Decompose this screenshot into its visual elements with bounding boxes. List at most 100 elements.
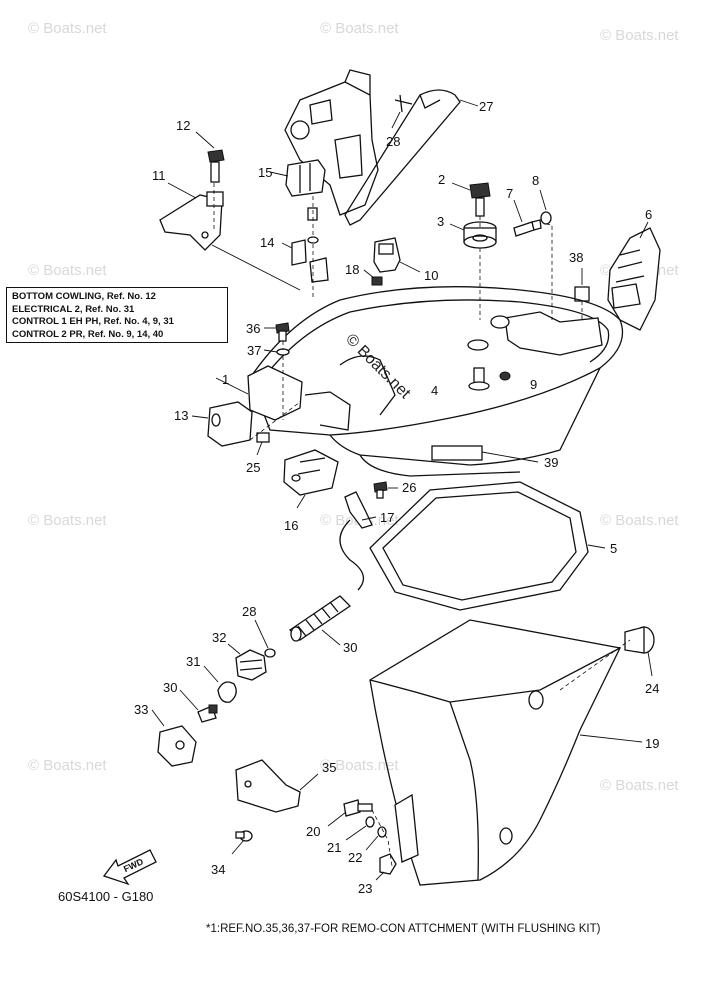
lower-cowling-part-19 — [369, 619, 643, 886]
callout-3: 3 — [437, 214, 444, 229]
label-part-38 — [574, 268, 590, 302]
watermark: © Boats.net — [600, 27, 679, 44]
cowling-handle-part-27 — [344, 89, 479, 226]
callout-7: 7 — [506, 186, 513, 201]
bottom-cowling-part-1 — [215, 286, 624, 477]
callout-6: 6 — [645, 207, 652, 222]
callout-26: 26 — [402, 480, 416, 495]
grommet-part-13 — [191, 401, 253, 447]
callout-36: 36 — [246, 321, 260, 336]
callout-27: 27 — [479, 99, 493, 114]
legend-line: ELECTRICAL 2, Ref. No. 31 — [12, 303, 135, 315]
grommet-part-16 — [283, 449, 339, 509]
bolt-small-under-15 — [307, 207, 319, 244]
callout-8: 8 — [532, 173, 539, 188]
fwd-arrow-icon: FWD — [102, 849, 157, 886]
callout-21: 21 — [327, 840, 341, 855]
callout-11: 11 — [152, 168, 166, 183]
watermark: © Boats.net — [28, 262, 107, 279]
clip-part-14 — [281, 239, 329, 283]
watermark: © Boats.net — [28, 20, 107, 37]
callout-1: 1 — [222, 372, 229, 387]
grommet-part-39 — [431, 445, 539, 463]
callout-39: 39 — [544, 455, 558, 470]
callout-37: 37 — [247, 343, 261, 358]
callout-15: 15 — [258, 165, 272, 180]
callout-32: 32 — [212, 630, 226, 645]
callout-16: 16 — [284, 518, 298, 533]
clip-part-17 — [344, 491, 377, 529]
bracket-part-11 — [159, 182, 224, 251]
knob-part-32 — [227, 643, 267, 681]
callout-9: 9 — [530, 377, 537, 392]
callout-24: 24 — [645, 681, 659, 696]
lock-lever-part-6 — [607, 221, 661, 331]
callout-30: 30 — [163, 680, 177, 695]
callout-20: 20 — [306, 824, 320, 839]
bolt-part-20 — [327, 799, 373, 827]
callout-5: 5 — [610, 541, 617, 556]
bolt-part-2 — [451, 182, 491, 217]
washer-part-21 — [345, 816, 375, 841]
callout-4: 4 — [431, 383, 438, 398]
callout-35: 35 — [322, 760, 336, 775]
watermark-overlay: © Boats.net — [342, 331, 414, 403]
callout-13: 13 — [174, 408, 188, 423]
watermark: © Boats.net — [28, 757, 107, 774]
plate-part-25 — [256, 432, 270, 456]
callout-19: 19 — [645, 736, 659, 751]
callout-12: 12 — [176, 118, 190, 133]
screw-part-18 — [363, 269, 383, 286]
callout-10: 10 — [424, 268, 438, 283]
callout-29: 30 — [343, 640, 357, 655]
bolt-part-36 — [264, 322, 290, 342]
diagram-code: 60S4100 - G180 — [58, 889, 154, 904]
watermark: © Boats.net — [28, 512, 107, 529]
bolt-part-30 — [179, 689, 218, 723]
watermark: © Boats.net — [320, 20, 399, 37]
clip-part-31 — [203, 665, 237, 703]
callout-28-bottom: 28 — [242, 604, 256, 619]
bracket-part-35 — [235, 759, 319, 813]
callout-labels: 12 11 15 14 27 28 2 3 7 8 6 38 10 18 36 … — [134, 99, 659, 896]
plate-part-15 — [269, 159, 326, 197]
bolt-part-34 — [231, 830, 253, 855]
watermark: © Boats.net — [600, 512, 679, 529]
legend-line: BOTTOM COWLING, Ref. No. 12 — [12, 291, 156, 302]
grommet-part-3 — [449, 221, 497, 249]
callout-25: 25 — [246, 460, 260, 475]
callout-28-top: 28 — [386, 134, 400, 149]
callout-31: 31 — [186, 654, 200, 669]
watermark: © Boats.net — [600, 777, 679, 794]
legend-line: CONTROL 2 PR, Ref. No. 9, 14, 40 — [12, 328, 164, 340]
assembly-dashed-lines — [211, 183, 631, 867]
bolt-part-7 — [513, 199, 542, 237]
pin-part-28-top — [391, 94, 413, 129]
callout-22: 22 — [348, 850, 362, 865]
callout-14: 14 — [260, 235, 274, 250]
bolt-part-12 — [195, 131, 225, 183]
pin-part-28-bottom — [254, 619, 276, 658]
callout-2: 2 — [438, 172, 445, 187]
footnote: *1:REF.NO.35,36,37-FOR REMO-CON ATTCHMEN… — [206, 923, 601, 935]
nut-part-23 — [375, 853, 397, 881]
callout-34: 34 — [211, 862, 225, 877]
washer-part-22 — [365, 826, 387, 851]
grommet-part-24 — [624, 626, 655, 677]
callout-33: 33 — [134, 702, 148, 717]
callout-18: 18 — [345, 262, 359, 277]
cable-part-29 — [288, 519, 365, 646]
seal-part-10 — [373, 237, 421, 273]
reference-legend: BOTTOM COWLING, Ref. No. 12 ELECTRICAL 2… — [6, 287, 228, 343]
callout-23: 23 — [358, 881, 372, 896]
callout-17: 17 — [380, 510, 394, 525]
washer-part-8 — [539, 189, 552, 225]
engine-ghost-drawing — [284, 69, 379, 216]
watermark: © Boats.net — [320, 757, 399, 774]
seal-part-5 — [369, 481, 606, 611]
grommet-part-33 — [151, 709, 197, 767]
legend-line: CONTROL 1 EH PH, Ref. No. 4, 9, 31 — [12, 316, 174, 327]
bolt-part-26 — [373, 481, 398, 499]
callout-38: 38 — [569, 250, 583, 265]
